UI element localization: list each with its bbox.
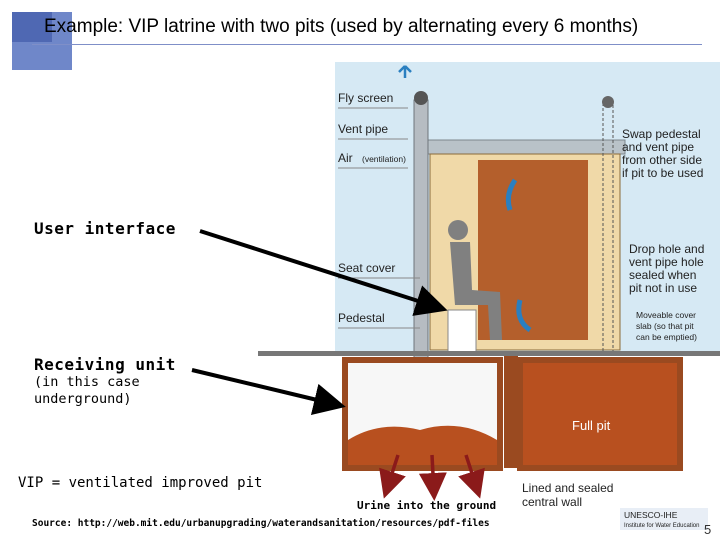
- label-receiving-unit: Receiving unit: [34, 355, 176, 374]
- urine-arrow: [458, 454, 485, 499]
- label-urine: Urine into the ground: [357, 499, 497, 512]
- label-lined-1: Lined and sealed: [522, 481, 613, 495]
- label-drop-1: Drop hole and: [629, 242, 704, 256]
- label-pedestal: Pedestal: [338, 311, 385, 325]
- arrow-receiving-unit: [191, 368, 346, 415]
- label-full-pit: Full pit: [572, 418, 611, 433]
- fly-screen-cap-right: [602, 96, 614, 108]
- source-citation: Source: http://web.mit.edu/urbanupgradin…: [32, 518, 490, 529]
- user-figure-head: [448, 220, 468, 240]
- label-fly-screen: Fly screen: [338, 91, 393, 105]
- air-flow-arrow: [516, 299, 532, 333]
- title-accent-block-dark: [12, 12, 52, 42]
- ground-slab: [258, 351, 720, 356]
- label-vent-pipe: Vent pipe: [338, 122, 388, 136]
- user-figure-body: [450, 242, 502, 340]
- vent-pipe-left: [413, 99, 429, 367]
- vent-airflow-arrow: [398, 65, 412, 78]
- label-swap-1: Swap pedestal: [622, 127, 701, 141]
- label-move-3: can be emptied): [636, 332, 697, 342]
- label-swap-4: if pit to be used: [622, 166, 703, 180]
- urine-arrow: [379, 454, 406, 499]
- label-swap-3: from other side: [622, 153, 702, 167]
- unesco-ihe-logo: [620, 508, 708, 530]
- logo-text: UNESCO-IHE: [624, 510, 678, 520]
- central-wall: [504, 356, 518, 468]
- air-flow-arrow: [505, 178, 518, 211]
- label-receiving-note-2: underground): [34, 391, 132, 407]
- logo-subtext: Institute for Water Education: [624, 523, 699, 529]
- pit-contents: [348, 425, 497, 465]
- label-lined-2: central wall: [522, 495, 582, 509]
- label-move-1: Moveable cover: [636, 310, 696, 320]
- label-vip-definition: VIP = ventilated improved pit: [18, 475, 263, 491]
- label-receiving-note-1: (in this case: [34, 374, 140, 390]
- label-drop-2: vent pipe hole: [629, 255, 704, 269]
- arrow-user-interface: [199, 229, 448, 316]
- label-air: Air: [338, 151, 353, 165]
- urine-arrow: [418, 454, 447, 501]
- full-pit: [517, 357, 683, 471]
- label-move-2: slab (so that pit: [636, 321, 694, 331]
- label-user-interface: User interface: [34, 219, 176, 238]
- page-number: 5: [704, 522, 712, 537]
- roof: [424, 139, 626, 155]
- title-underline: [32, 44, 702, 45]
- slide-title: Example: VIP latrine with two pits (used…: [44, 16, 639, 37]
- label-air-note: (ventilation): [362, 154, 406, 164]
- label-swap-2: and vent pipe: [622, 140, 694, 154]
- label-drop-4: pit not in use: [629, 281, 697, 295]
- pedestal: [447, 309, 477, 353]
- fly-screen-cap: [414, 91, 428, 105]
- label-drop-3: sealed when: [629, 268, 696, 282]
- label-seat-cover: Seat cover: [338, 261, 395, 275]
